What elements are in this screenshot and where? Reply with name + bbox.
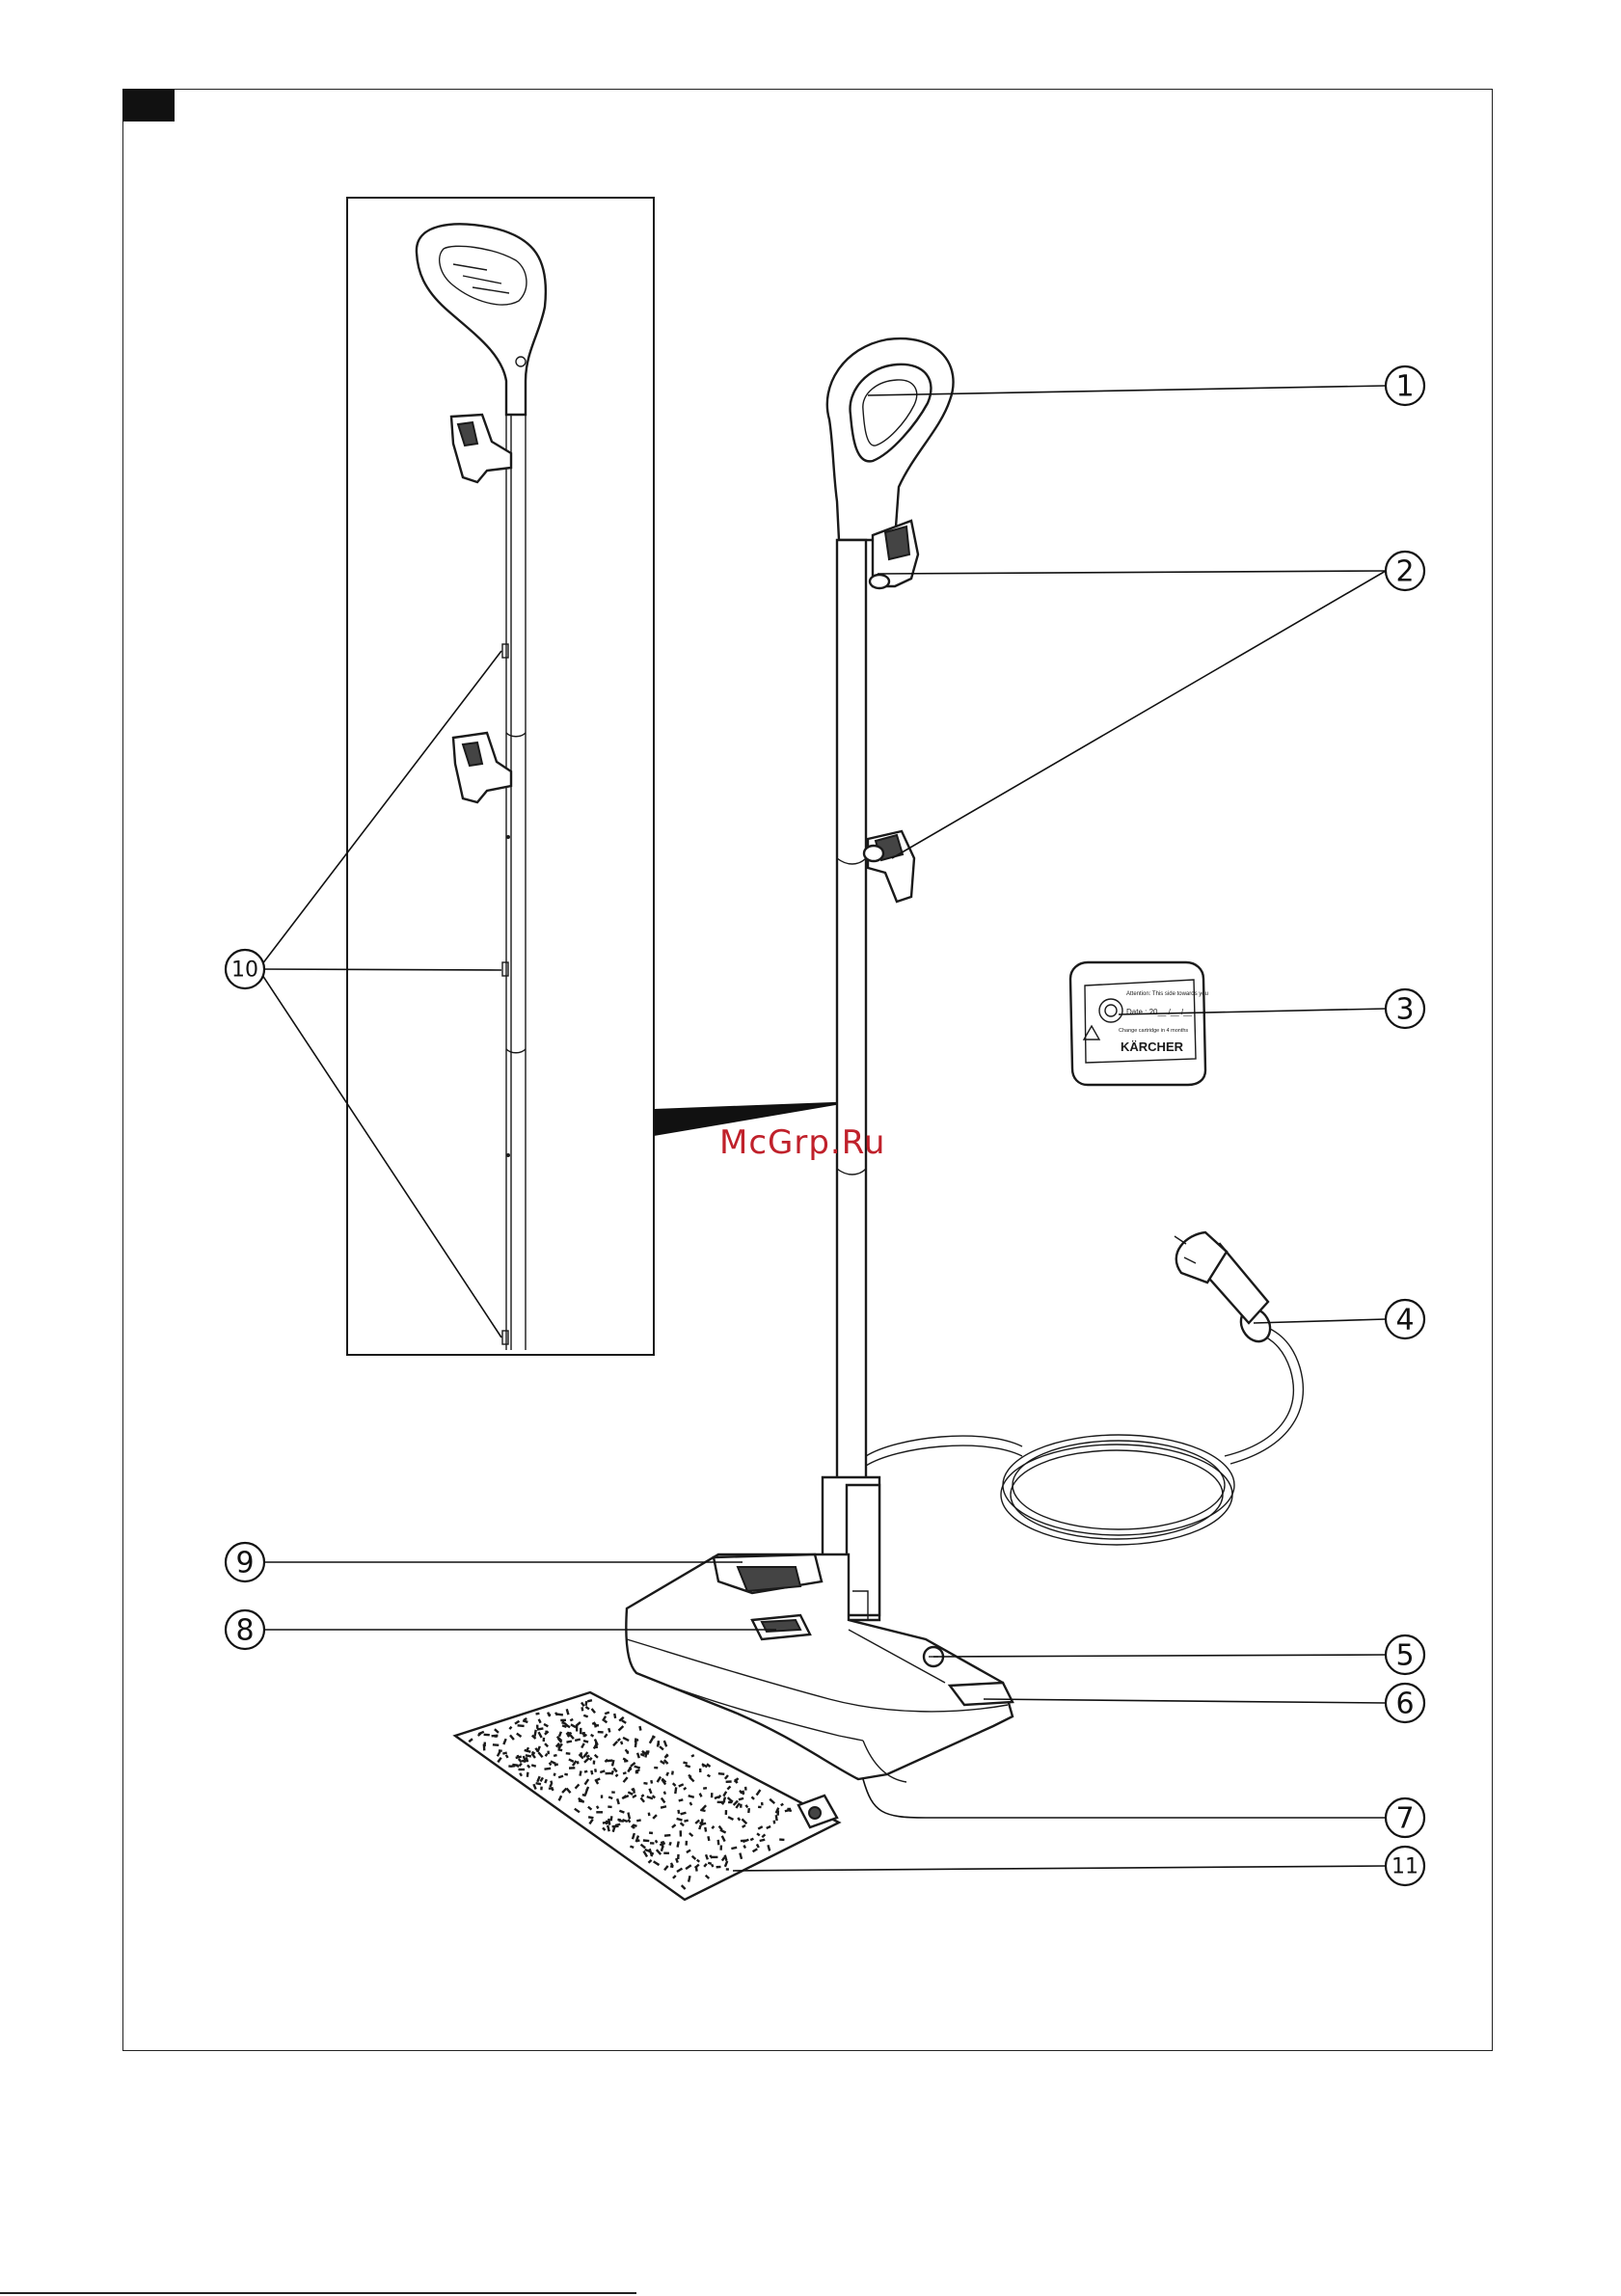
cloth-speck bbox=[719, 1845, 722, 1850]
cloth-speck bbox=[662, 1845, 664, 1848]
callout-8: 8 bbox=[226, 1610, 264, 1649]
cloth-speck bbox=[606, 1772, 611, 1775]
cloth-speck bbox=[598, 1731, 604, 1734]
cloth-speck bbox=[483, 1744, 486, 1751]
svg-text:11: 11 bbox=[1391, 1855, 1418, 1879]
cloth-speck bbox=[685, 1841, 688, 1846]
cloth-speck bbox=[726, 1780, 732, 1783]
callout-5: 5 bbox=[1386, 1635, 1424, 1674]
cloth-speck bbox=[740, 1804, 743, 1808]
cloth-speck bbox=[654, 1767, 658, 1769]
callout-1: 1 bbox=[1386, 366, 1424, 405]
callout-3: 3 bbox=[1386, 989, 1424, 1028]
cloth-speck bbox=[484, 1734, 490, 1737]
cloth-speck bbox=[726, 1868, 729, 1871]
cloth-speck bbox=[596, 1811, 603, 1813]
main-handle bbox=[827, 338, 954, 540]
cloth-speck bbox=[761, 1802, 764, 1806]
cloth-speck bbox=[711, 1793, 714, 1797]
svg-text:3: 3 bbox=[1395, 993, 1414, 1027]
cloth-speck bbox=[773, 1821, 776, 1824]
main-tube bbox=[837, 540, 866, 1485]
bottom-rule bbox=[0, 2292, 636, 2294]
cloth-speck bbox=[580, 1728, 582, 1734]
cloth-speck bbox=[494, 1735, 497, 1738]
cloth-speck bbox=[611, 1791, 615, 1794]
cloth-speck bbox=[758, 1806, 762, 1809]
cloth-speck bbox=[560, 1719, 566, 1722]
cloth-speck bbox=[508, 1765, 511, 1768]
cloth-speck bbox=[650, 1842, 655, 1845]
svg-text:5: 5 bbox=[1395, 1639, 1414, 1673]
cloth-speck bbox=[744, 1787, 747, 1791]
cloth-speck bbox=[725, 1810, 728, 1815]
cloth-speck bbox=[569, 1767, 575, 1769]
cloth-speck bbox=[566, 1752, 571, 1755]
cloth-speck bbox=[680, 1830, 683, 1836]
svg-text:9: 9 bbox=[235, 1547, 254, 1580]
cartridge-date-text: Date : 20__ /__ /__ bbox=[1126, 1008, 1193, 1016]
cloth-speck bbox=[549, 1787, 554, 1790]
cloth-speck bbox=[601, 1795, 603, 1797]
cloth-speck bbox=[663, 1852, 669, 1854]
svg-text:4: 4 bbox=[1395, 1304, 1414, 1337]
cloth-speck bbox=[543, 1738, 546, 1742]
cartridge-attention-text: Attention: This side towards you bbox=[1126, 991, 1208, 997]
callout-6: 6 bbox=[1386, 1684, 1424, 1722]
power-cable bbox=[866, 1323, 1303, 1545]
callout-4: 4 bbox=[1386, 1300, 1424, 1338]
main-clip-lower bbox=[864, 831, 914, 902]
cloth-speck bbox=[776, 1810, 779, 1815]
svg-text:8: 8 bbox=[235, 1614, 254, 1648]
svg-text:7: 7 bbox=[1395, 1802, 1414, 1836]
cloth-speck bbox=[608, 1805, 611, 1808]
cloth-speck bbox=[540, 1787, 543, 1791]
callout-7: 7 bbox=[1386, 1798, 1424, 1837]
cloth-speck bbox=[593, 1761, 596, 1765]
cloth-speck bbox=[741, 1840, 746, 1843]
svg-text:10: 10 bbox=[231, 959, 258, 983]
watermark: McGrp.Ru bbox=[719, 1123, 885, 1162]
svg-text:1: 1 bbox=[1395, 370, 1414, 404]
cloth-speck bbox=[607, 1759, 612, 1762]
cloth-speck bbox=[779, 1838, 784, 1841]
cartridge-change-text: Change cartridge in 4 months bbox=[1119, 1028, 1188, 1034]
cartridge-brand-text: KÄRCHER bbox=[1121, 1040, 1184, 1054]
callout-10: 10 bbox=[226, 950, 264, 988]
svg-text:6: 6 bbox=[1395, 1688, 1414, 1721]
cloth-speck bbox=[547, 1751, 550, 1755]
cloth-speck bbox=[703, 1787, 707, 1790]
cloth-speck bbox=[699, 1769, 702, 1772]
cloth-speck bbox=[649, 1831, 653, 1834]
callout-11: 11 bbox=[1386, 1847, 1424, 1885]
cloth-speck bbox=[747, 1808, 750, 1813]
cloth-speck bbox=[519, 1769, 526, 1770]
cartridge: Attention: This side towards you Date : … bbox=[1070, 962, 1208, 1085]
callout-2: 2 bbox=[1386, 552, 1424, 590]
cloth-speck bbox=[716, 1866, 721, 1869]
callout-9: 9 bbox=[226, 1543, 264, 1581]
cloth-speck bbox=[633, 1789, 635, 1793]
svg-text:2: 2 bbox=[1395, 555, 1414, 589]
power-plug bbox=[1175, 1232, 1276, 1347]
